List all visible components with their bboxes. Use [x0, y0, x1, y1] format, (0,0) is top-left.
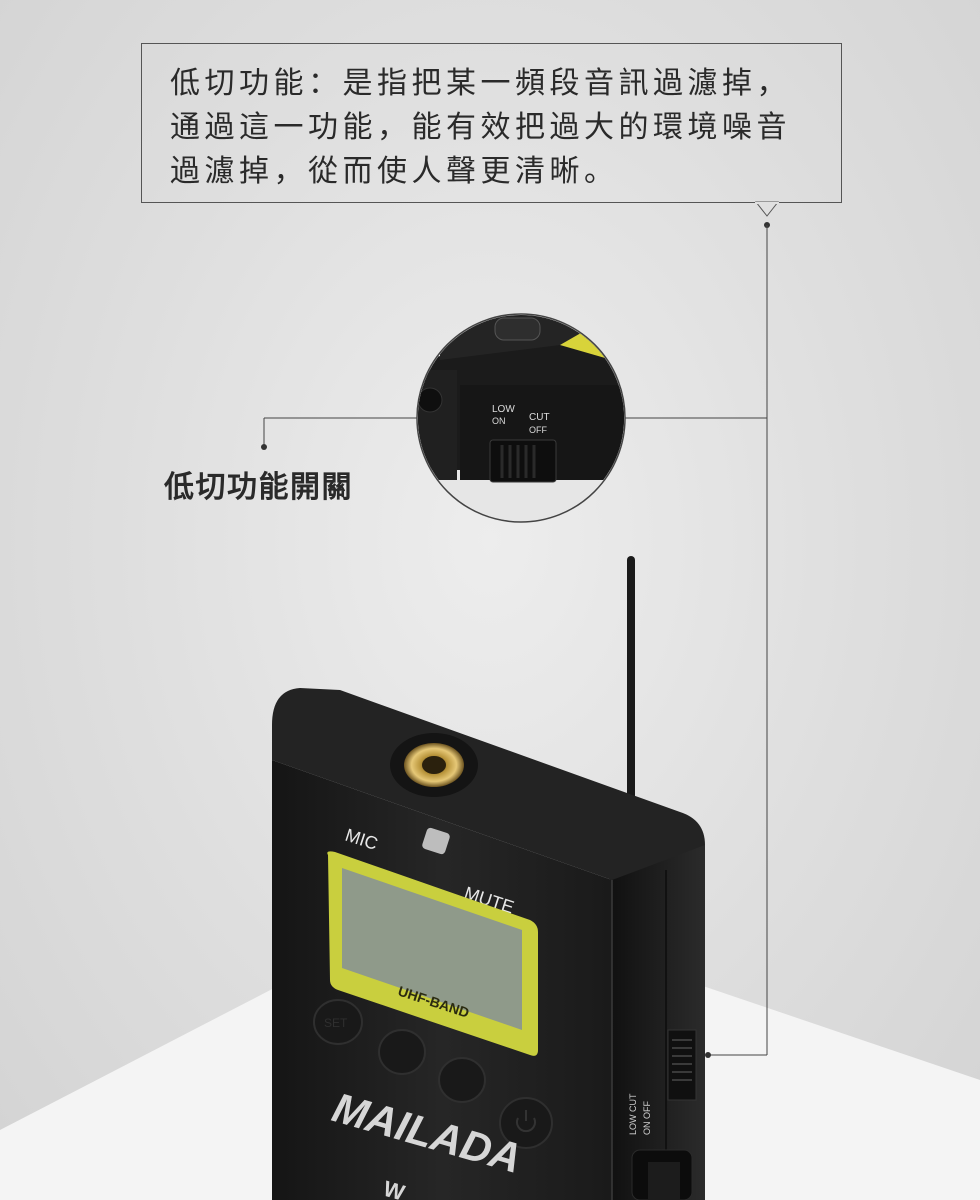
- callout-text: 低切功能：是指把某一頻段音訊過濾掉， 通過這一功能，能有效把過大的環境噪音 過濾…: [170, 66, 791, 189]
- callout-box: 低切功能：是指把某一頻段音訊過濾掉， 通過這一功能，能有效把過大的環境噪音 過濾…: [141, 43, 842, 203]
- switch-feature-label: 低切功能開關: [164, 470, 353, 505]
